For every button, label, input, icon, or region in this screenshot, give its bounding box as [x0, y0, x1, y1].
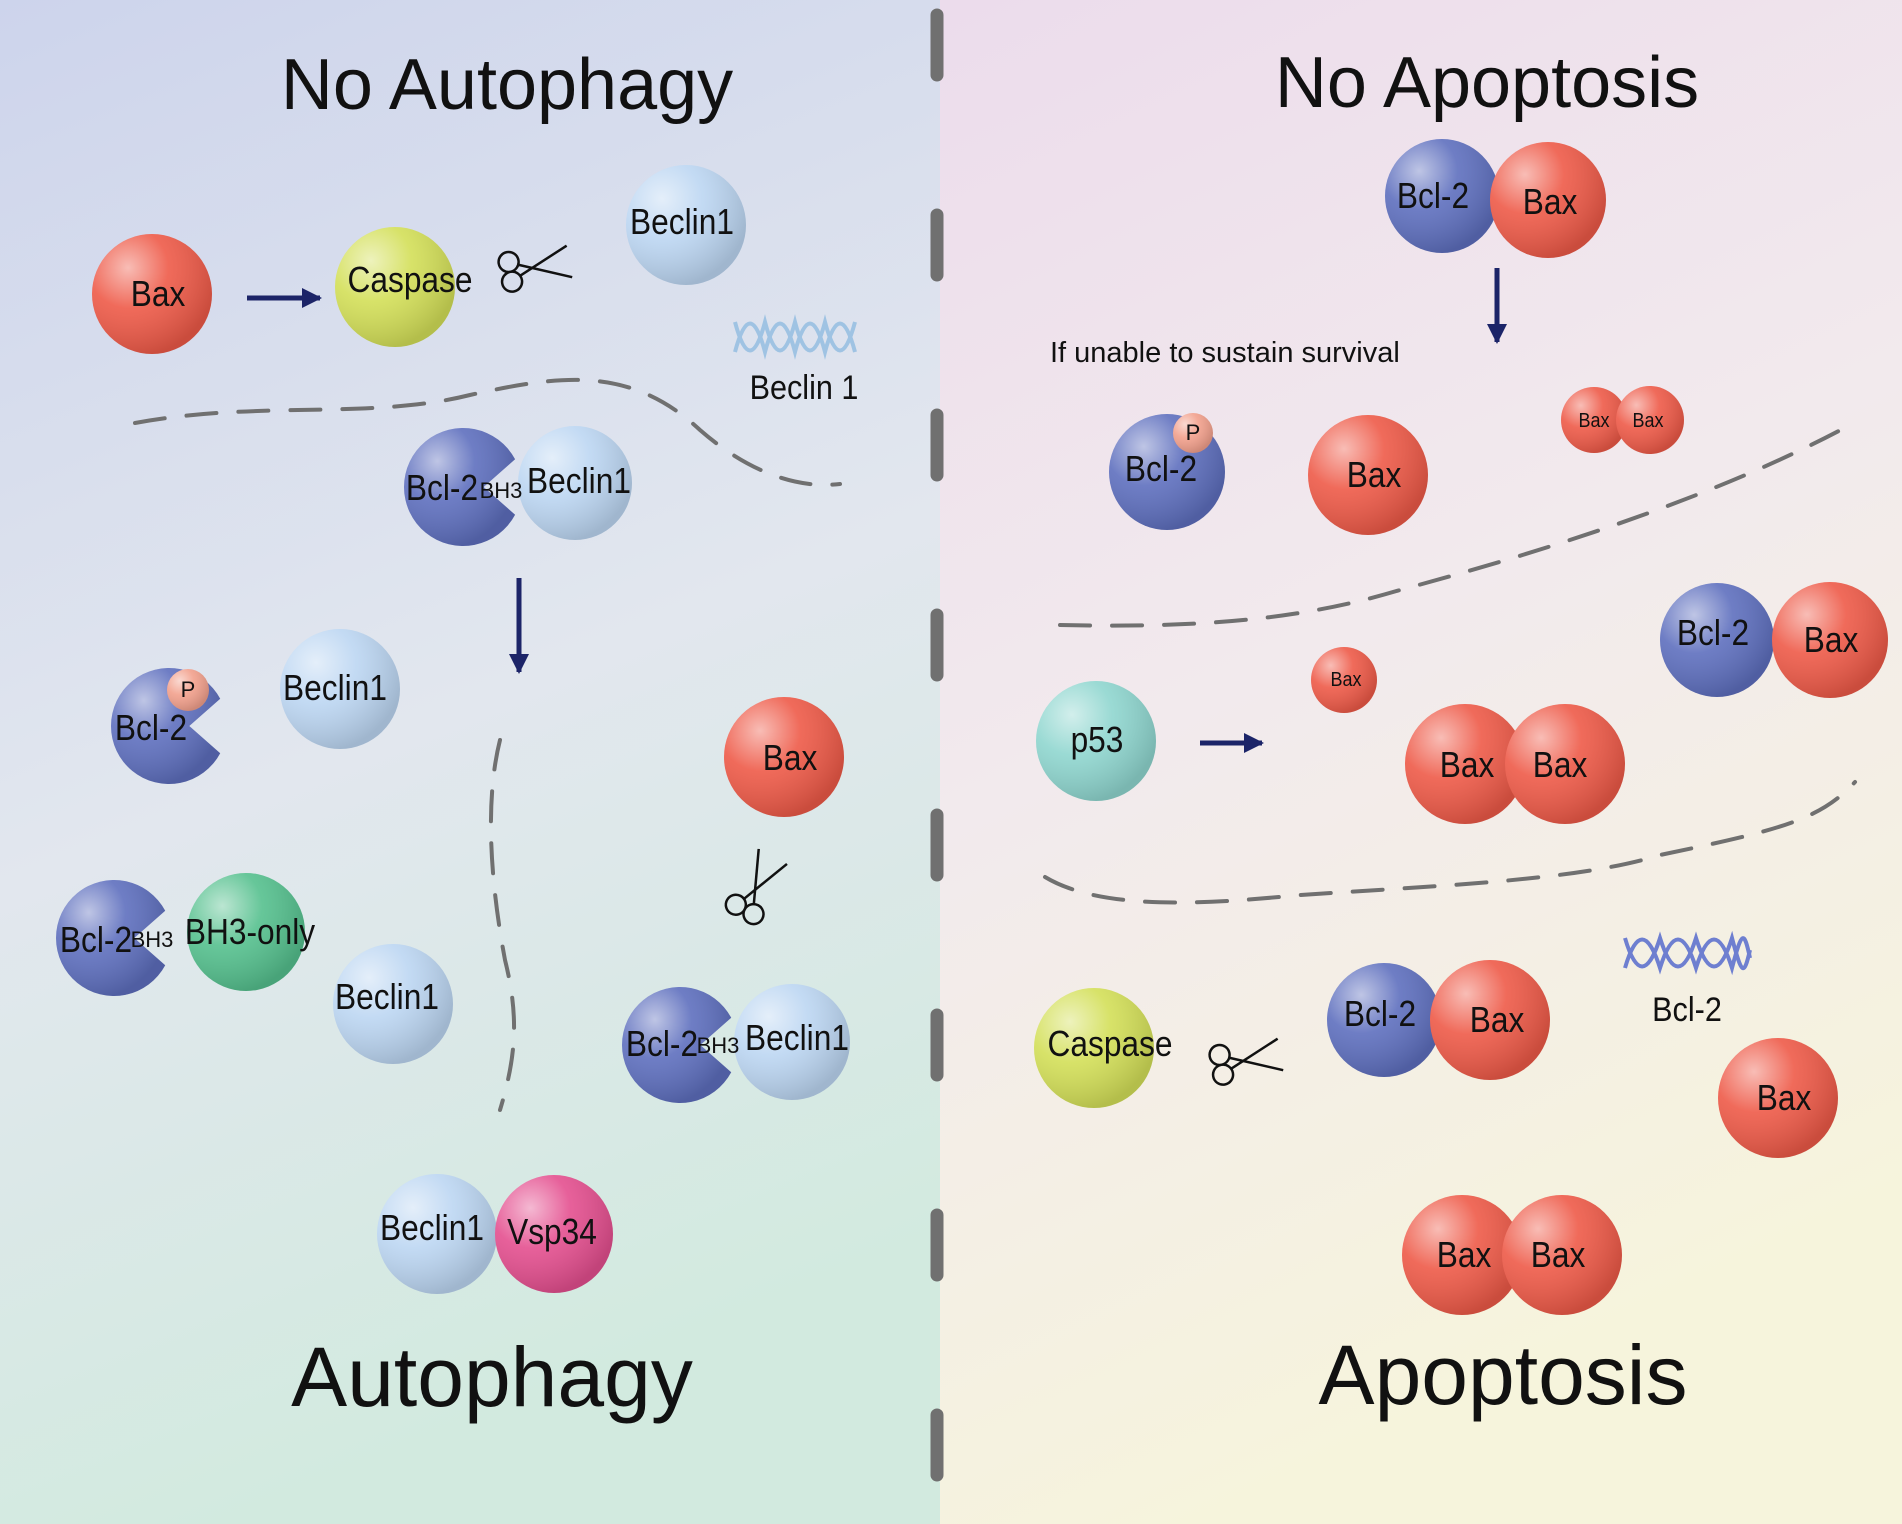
bax-label: Bax	[1803, 619, 1859, 660]
bax-label: Bax	[1530, 1234, 1586, 1275]
bcl2-label: Bcl-2	[1396, 175, 1470, 216]
bax-label: Bax	[1522, 181, 1578, 222]
bh3-label: BH3	[696, 1033, 740, 1058]
title-autophagy: Autophagy	[291, 1330, 693, 1424]
bax-label: Bax	[762, 737, 818, 778]
bh3-label: BH3	[479, 478, 523, 503]
bax-label: Bax	[1469, 999, 1525, 1040]
bcl2-label: Bcl-2	[1124, 448, 1198, 489]
beclin1-gene-helix	[733, 314, 857, 353]
bcl2-label: Bcl-2	[625, 1023, 699, 1064]
beclin1-label: Beclin1	[380, 1207, 484, 1248]
beclin1-label: Beclin1	[745, 1017, 849, 1058]
p53-label: p53	[1070, 719, 1124, 760]
phospho-label: P	[1185, 420, 1201, 445]
bax-label: Bax	[1330, 669, 1362, 691]
caspase-label: Caspase	[347, 259, 473, 300]
title-no-apoptosis: No Apoptosis	[1274, 43, 1700, 123]
bax-label: Bax	[1439, 744, 1495, 785]
membrane-curve-top-left	[133, 377, 842, 487]
bcl2-label: Bcl-2	[1343, 993, 1417, 1034]
beclin1-label: Beclin1	[527, 460, 631, 501]
title-apoptosis: Apoptosis	[1318, 1328, 1688, 1422]
title-no-autophagy: No Autophagy	[280, 45, 734, 125]
beclin1-gene-label: Beclin 1	[749, 369, 859, 407]
caspase-label: Caspase	[1047, 1023, 1173, 1064]
bax-label: Bax	[1756, 1077, 1812, 1118]
beclin1-label: Beclin1	[335, 976, 439, 1017]
bax-label: Bax	[1436, 1234, 1492, 1275]
bcl2-gene-helix	[1623, 930, 1752, 971]
bcl2-label: Bcl-2	[405, 467, 479, 508]
bh3-only-label: BH3-only	[184, 911, 316, 952]
beclin1-label: Beclin1	[630, 201, 734, 242]
membrane-curve-center-left	[488, 738, 517, 1112]
note-unable-sustain-survival: If unable to sustain survival	[1050, 337, 1400, 369]
bh3-label: BH3	[130, 927, 174, 952]
bcl2-label: Bcl-2	[1676, 612, 1750, 653]
bcl2-gene-label: Bcl-2	[1652, 991, 1722, 1029]
beclin1-label: Beclin1	[283, 667, 387, 708]
membrane-curve-right-upper	[1058, 423, 1852, 628]
vsp34-label: Vsp34	[507, 1211, 597, 1252]
membrane-curve-right-lower	[1043, 780, 1857, 905]
phospho-label: P	[180, 677, 196, 702]
bcl2-label: Bcl-2	[59, 919, 133, 960]
bax-label: Bax	[1532, 744, 1588, 785]
bax-label: Bax	[130, 273, 186, 314]
bax-label: Bax	[1578, 410, 1610, 432]
bcl2-label: Bcl-2	[114, 707, 188, 748]
bax-label: Bax	[1632, 410, 1664, 432]
bax-label: Bax	[1346, 454, 1402, 495]
